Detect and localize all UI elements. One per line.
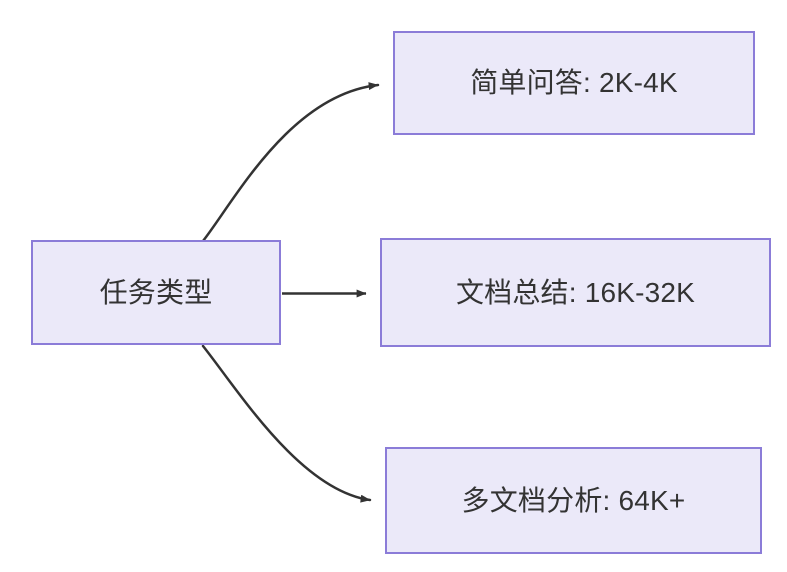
node-task-type-label: 任务类型 — [99, 276, 213, 308]
edge-source-to-multi-doc — [201, 344, 372, 503]
node-multi-doc[interactable]: 多文档分析: 64K+ — [385, 447, 762, 554]
edge-source-to-simple-qa — [201, 82, 380, 243]
node-simple-qa[interactable]: 简单问答: 2K-4K — [393, 31, 755, 135]
node-multi-doc-label: 多文档分析: 64K+ — [461, 484, 686, 516]
node-doc-summary[interactable]: 文档总结: 16K-32K — [380, 238, 771, 347]
node-simple-qa-label: 简单问答: 2K-4K — [470, 67, 678, 99]
node-doc-summary-label: 文档总结: 16K-32K — [455, 276, 696, 308]
node-task-type[interactable]: 任务类型 — [31, 240, 281, 345]
